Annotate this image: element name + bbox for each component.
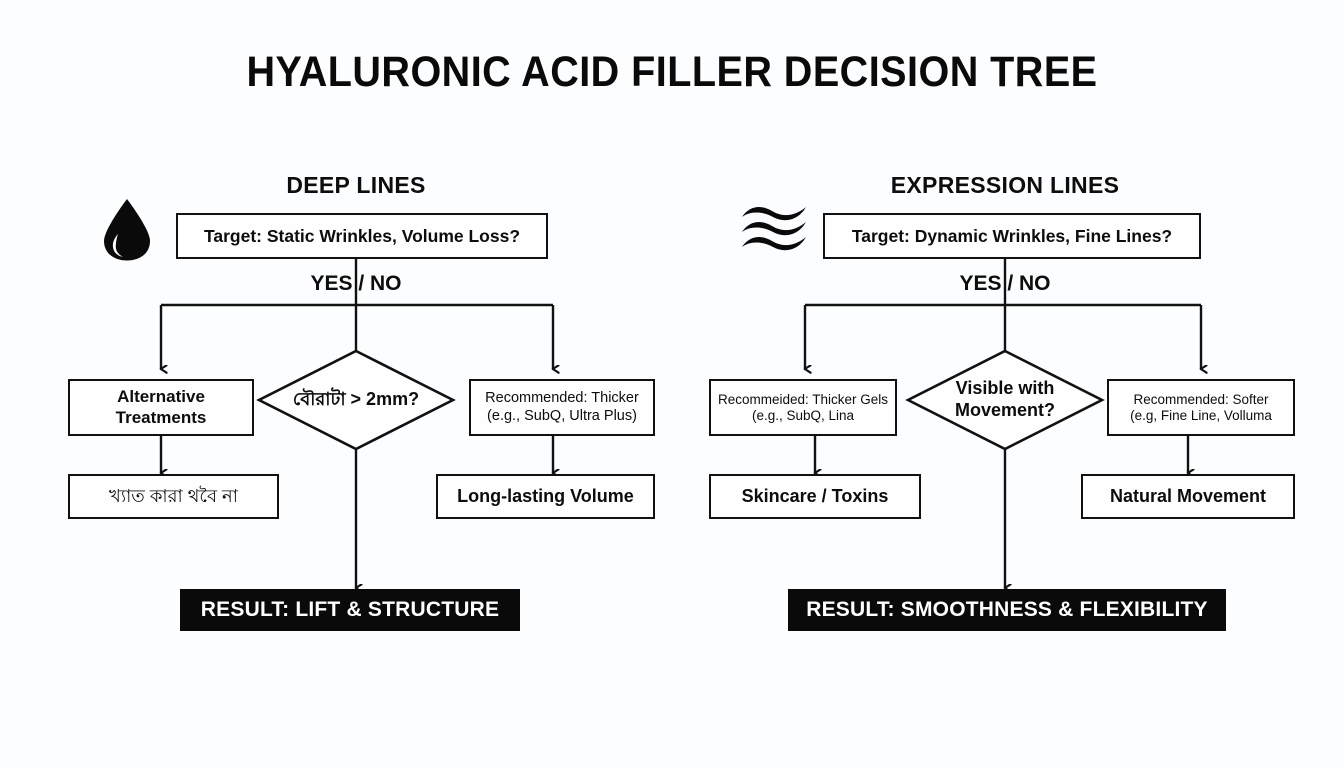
option-recommended-thicker-line2: (e.g., SubQ, Ultra Plus) [487,407,637,424]
branch-header-deep-lines: DEEP LINES [286,172,426,198]
branch-label-expression-lines: YES / NO [959,272,1051,295]
outcome-box-long-lasting-volume: Long-lasting Volume [436,474,655,519]
outcome-box-left-no: খ্যাত কারা থবৈ না [68,474,279,519]
option-alternative-treatments-line1: Alternative [117,387,205,407]
option-recommended-softer-line1: Recommended: Softer [1133,391,1269,407]
waves-icon [740,204,810,256]
page-title: HYALURONIC ACID FILLER DECISION TREE [246,48,1098,96]
option-recommended-thicker: Recommended: Thicker (e.g., SubQ, Ultra … [469,379,655,436]
option-recommended-thicker-gels: Recommeided: Thicker Gels (e.g., SubQ, L… [709,379,897,436]
option-recommended-softer: Recommended: Softer (e.g, Fine Line, Vol… [1107,379,1295,436]
branch-header-expression-lines: EXPRESSION LINES [890,172,1120,198]
option-recommended-thicker-line1: Recommended: Thicker [485,390,639,407]
target-box-deep-lines: Target: Static Wrinkles, Volume Loss? [176,213,548,259]
outcome-box-natural-movement: Natural Movement [1081,474,1295,519]
decision-diamond-movement: Visible with Movement? [905,348,1105,452]
decision-diamond-depth: বৌরাটা > 2mm? [256,348,456,452]
option-recommended-softer-line2: (e.g, Fine Line, Volluma [1130,407,1272,423]
option-recommended-thicker-gels-line1: Recommeided: Thicker Gels [717,391,889,407]
outcome-box-skincare-toxins: Skincare / Toxins [709,474,921,519]
result-bar-smoothness-flexibility: RESULT: SMOOTHNESS & FLEXIBILITY [788,589,1226,631]
option-alternative-treatments-line2: Treatments [115,407,207,427]
option-alternative-treatments: Alternative Treatments [68,379,254,436]
water-droplet-icon [96,196,158,262]
target-box-expression-lines: Target: Dynamic Wrinkles, Fine Lines? [823,213,1201,259]
branch-label-deep-lines: YES / NO [310,272,402,295]
result-bar-lift-structure: RESULT: LIFT & STRUCTURE [180,589,520,631]
option-recommended-thicker-gels-line2: (e.g., SubQ, Lina [751,407,855,423]
